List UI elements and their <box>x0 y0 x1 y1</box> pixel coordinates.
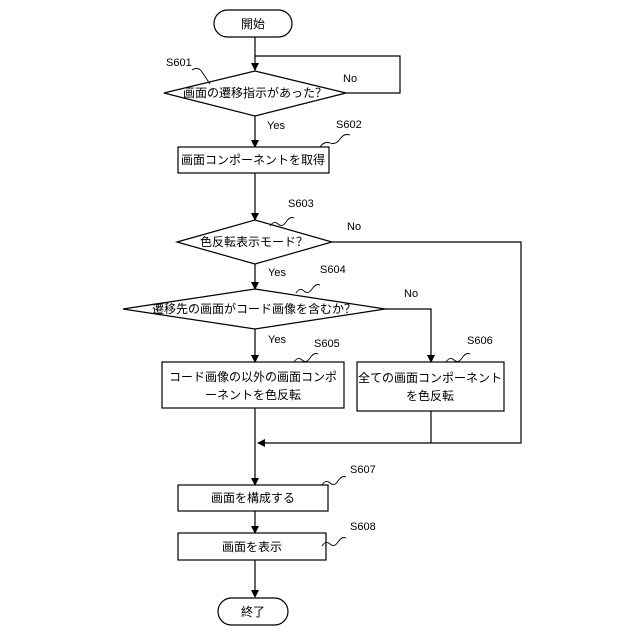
process-s608: 画面を表示 <box>178 533 326 560</box>
s604-yes-label: Yes <box>268 334 286 346</box>
s605-leader <box>294 354 318 363</box>
s605-text-line2: ーネントを色反転 <box>205 388 301 402</box>
s607-step-id: S607 <box>350 464 376 476</box>
s607-text: 画面を構成する <box>211 491 295 505</box>
end-terminal: 終了 <box>218 598 288 625</box>
process-s607: 画面を構成する <box>178 485 328 511</box>
s602-step-id: S602 <box>336 119 362 131</box>
decision-s604: 遷移先の画面がコード画像を含むか？ <box>123 289 385 329</box>
s604-step-id: S604 <box>320 264 346 276</box>
s608-step-id: S608 <box>350 521 376 533</box>
s604-no-label: No <box>404 288 418 300</box>
process-s605: コード画像の以外の画面コンポ ーネントを色反転 <box>162 362 344 408</box>
s605-text-line1: コード画像の以外の画面コンポ <box>169 370 337 384</box>
s603-text: 色反転表示モード？ <box>200 235 308 249</box>
s601-text: 画面の遷移指示があった？ <box>183 85 327 100</box>
s605-step-id: S605 <box>314 338 340 350</box>
s606-text-line2: を色反転 <box>406 389 454 403</box>
start-label: 開始 <box>241 17 265 31</box>
s607-leader <box>322 477 346 486</box>
s602-leader <box>320 135 350 148</box>
decision-s603: 色反転表示モード？ <box>177 220 332 264</box>
end-label: 終了 <box>241 604 265 619</box>
process-s606: 全ての画面コンポーネント を色反転 <box>357 362 504 411</box>
process-s602: 画面コンポーネントを取得 <box>178 147 329 173</box>
s606-step-id: S606 <box>467 335 493 347</box>
s604-text: 遷移先の画面がコード画像を含むか？ <box>152 301 356 316</box>
s601-step-id: S601 <box>166 57 192 69</box>
s608-text: 画面を表示 <box>222 540 282 554</box>
s603-yes-label: Yes <box>268 267 286 279</box>
s601-yes-label: Yes <box>267 120 285 132</box>
decision-s601: 画面の遷移指示があった？ <box>164 71 346 116</box>
s606-text-line1: 全ての画面コンポーネント <box>358 370 502 385</box>
s606-leader <box>446 354 470 363</box>
s603-no-label: No <box>347 221 361 233</box>
start-terminal: 開始 <box>214 10 292 37</box>
s602-text: 画面コンポーネントを取得 <box>181 152 325 167</box>
s604-leader <box>296 285 320 294</box>
s603-step-id: S603 <box>288 198 314 210</box>
s601-leader <box>192 68 210 84</box>
edge-s604-s606 <box>385 309 431 362</box>
s601-no-label: No <box>343 73 357 85</box>
